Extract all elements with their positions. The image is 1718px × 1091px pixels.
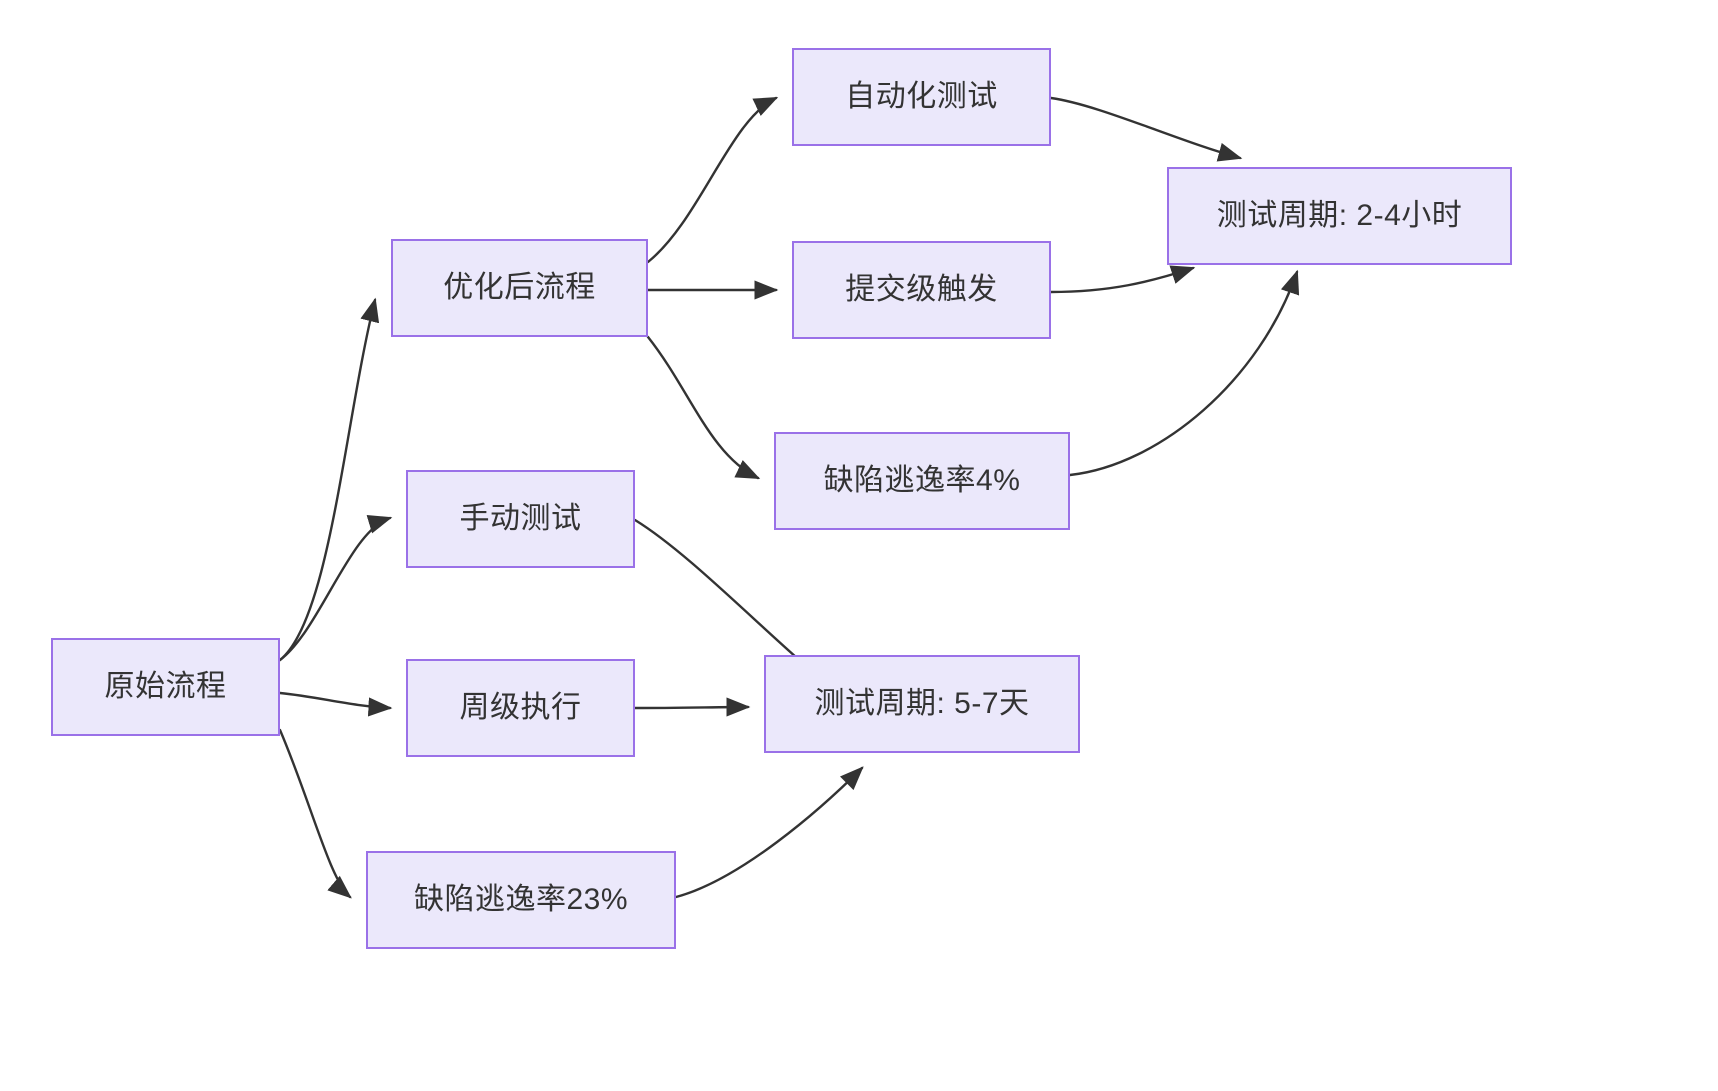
node-label-optimized-process: 优化后流程: [443, 271, 596, 304]
edge-commit-to-cycle24: [1049, 265, 1196, 294]
edge-original-to-manual: [278, 515, 393, 662]
node-label-defect-escape-rate-4: 缺陷逃逸率4%: [823, 464, 1021, 497]
node-defect-escape-rate-23[interactable]: 缺陷逃逸率23%: [366, 851, 676, 949]
node-label-defect-escape-rate-23: 缺陷逃逸率23%: [413, 883, 629, 916]
node-label-test-cycle-2-4-hours: 测试周期: 2-4小时: [1216, 199, 1463, 232]
node-original-process[interactable]: 原始流程: [51, 638, 280, 736]
node-label-weekly-execution: 周级执行: [459, 691, 582, 724]
edge-original-to-optimized: [278, 297, 380, 662]
node-label-original-process: 原始流程: [104, 670, 227, 703]
node-optimized-process[interactable]: 优化后流程: [391, 239, 648, 337]
node-test-cycle-5-7-days[interactable]: 测试周期: 5-7天: [764, 655, 1080, 753]
edge-weekly-to-cycle57: [633, 697, 751, 717]
edge-defect23-to-cycle57: [674, 766, 864, 899]
edge-original-to-weekly: [278, 691, 393, 717]
node-manual-testing[interactable]: 手动测试: [406, 470, 635, 568]
node-label-automated-testing: 自动化测试: [845, 80, 998, 113]
node-label-test-cycle-5-7-days: 测试周期: 5-7天: [814, 687, 1030, 720]
node-test-cycle-2-4-hours[interactable]: 测试周期: 2-4小时: [1167, 167, 1512, 265]
node-weekly-execution[interactable]: 周级执行: [406, 659, 635, 757]
edge-original-to-defect23: [278, 728, 352, 899]
edge-automated-to-cycle24: [1049, 96, 1243, 162]
node-automated-testing[interactable]: 自动化测试: [792, 48, 1051, 146]
edge-defect4-to-cycle24: [1068, 269, 1300, 477]
node-label-manual-testing: 手动测试: [459, 502, 582, 535]
node-defect-escape-rate-4[interactable]: 缺陷逃逸率4%: [774, 432, 1070, 530]
node-commit-level-trigger[interactable]: 提交级触发: [792, 241, 1051, 339]
node-label-commit-level-trigger: 提交级触发: [845, 273, 998, 306]
edge-optimized-to-automated: [646, 96, 779, 264]
edge-optimized-to-defect4: [646, 335, 761, 480]
